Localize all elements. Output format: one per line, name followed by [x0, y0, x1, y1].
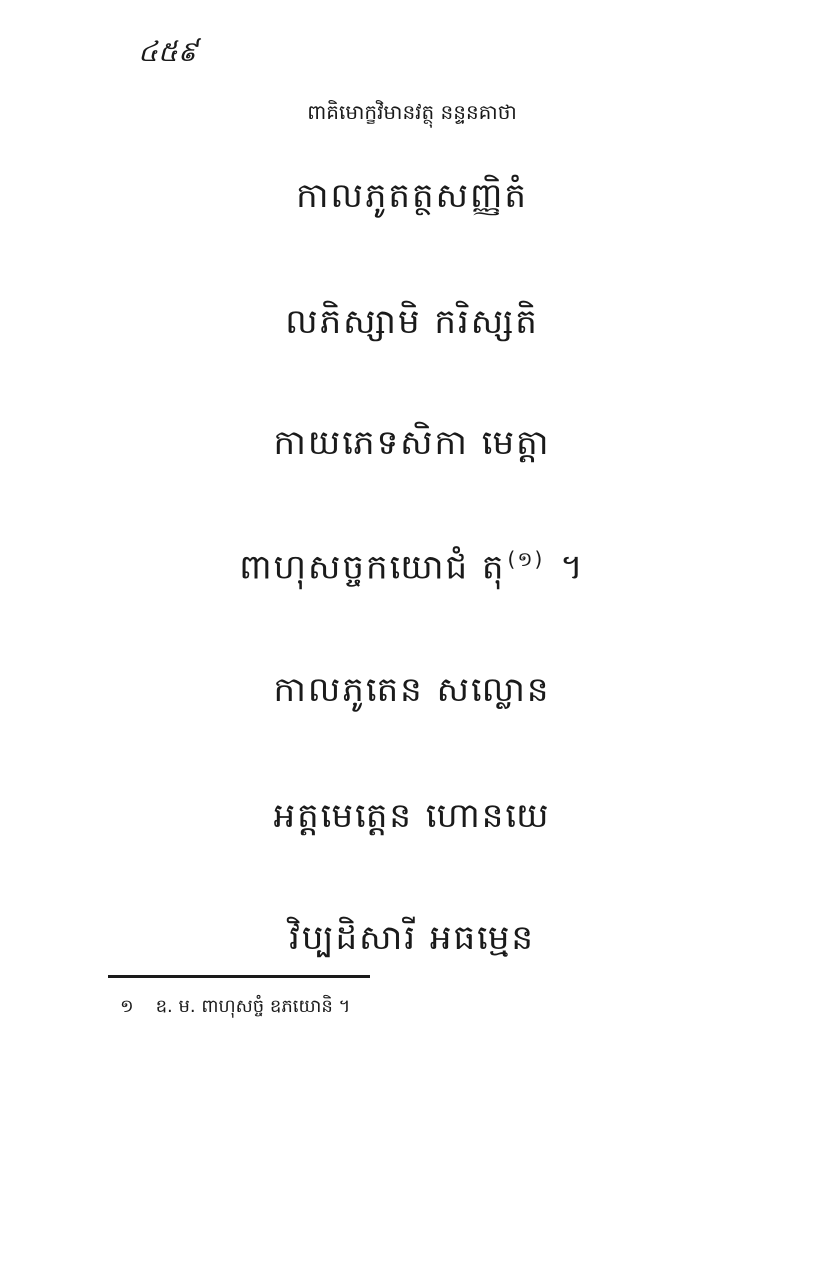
verse-line-7: វិប្បដិសារី អធម្មេន	[289, 918, 535, 958]
footnote: ១ ឧ. ម. ពាហុសច្ចំ ឧភយោនិ ។	[120, 996, 350, 1018]
verse-line-3: កាយភេទសិកា មេត្តា	[273, 423, 551, 463]
page-number: ៤៥៩	[138, 35, 198, 68]
footnote-divider	[108, 975, 370, 978]
verse-line-4-text: ពាហុសច្ចកយោជំ តុ	[239, 547, 506, 588]
verse-line-5: កាលភូតេន សល្លោន	[273, 670, 551, 710]
verse-line-2: លភិស្សាមិ ករិស្សតិ	[285, 302, 539, 342]
running-header: ពាគិមោក្ខវិមានវត្ថុ នន្ទនគាថា	[307, 100, 517, 124]
footnote-marker: ១	[120, 996, 134, 1017]
verse-line-6: អត្តមេត្តេន ហោនយេ	[273, 796, 551, 836]
footnote-reference[interactable]: (១)	[507, 547, 545, 571]
verse-line-4-tail: ។	[560, 547, 585, 588]
verse-line-4: ពាហុសច្ចកយោជំ តុ(១) ។	[0, 548, 824, 587]
verse-line-1: កាលភូតត្ថសញ្ញិតំ	[296, 176, 528, 216]
footnote-text: ឧ. ម. ពាហុសច្ចំ ឧភយោនិ ។	[155, 996, 351, 1017]
